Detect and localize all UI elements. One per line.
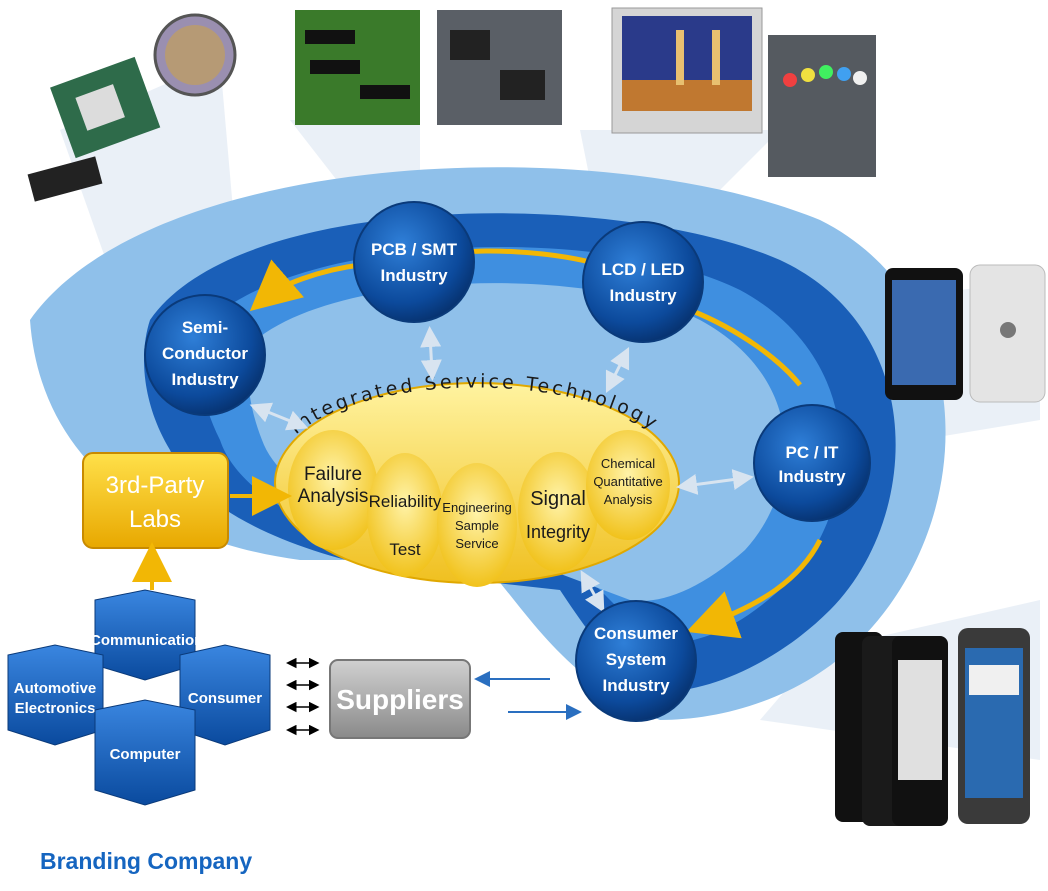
node-lcd-line1: LCD / LED <box>601 260 684 279</box>
node-consumer-system[interactable]: Consumer System Industry <box>575 600 697 722</box>
service-failure-analysis[interactable]: Failure Analysis <box>288 430 378 550</box>
suppliers-label: Suppliers <box>336 684 464 715</box>
node-connectors <box>249 326 754 613</box>
service-engineering-line3: Service <box>455 536 498 551</box>
hex-consumer-label: Consumer <box>188 690 262 707</box>
service-engineering-line2: Sample <box>455 518 499 533</box>
node-semiconductor-line3: Industry <box>171 370 239 389</box>
flow-arrow-lcd-to-pc <box>689 307 802 387</box>
node-semiconductor[interactable]: Semi- Conductor Industry <box>144 294 266 416</box>
flow-arrow-lcd-to-pcb <box>469 248 591 265</box>
service-signal-line1: Signal <box>530 488 586 510</box>
lcd-tv-photo <box>611 7 763 134</box>
flow-arrow-pcb-to-semi <box>249 259 361 312</box>
smartphones-photo <box>835 628 1030 826</box>
node-pcb-line1: PCB / SMT <box>371 240 458 259</box>
node-consumer-line1: Consumer <box>594 624 678 643</box>
hex-automotive[interactable]: Automotive Electronics <box>7 644 104 746</box>
hex-computer[interactable]: Computer <box>94 699 196 806</box>
pcb-photo <box>295 10 562 125</box>
node-semiconductor-line2: Conductor <box>162 344 248 363</box>
node-pcb-line2: Industry <box>380 266 448 285</box>
node-consumer-line2: System <box>606 650 666 669</box>
node-semiconductor-line1: Semi- <box>182 318 228 337</box>
node-consumer-line3: Industry <box>602 676 670 695</box>
led-photo <box>768 35 876 177</box>
service-chemical-line3: Analysis <box>604 492 653 507</box>
node-pc-line1: PC / IT <box>786 443 840 462</box>
service-engineering-sample[interactable]: Engineering Sample Service <box>437 463 517 587</box>
suppliers-box[interactable]: Suppliers <box>329 659 471 739</box>
third-party-labs-box[interactable]: 3rd-Party Labs <box>82 452 229 549</box>
node-pc-line2: Industry <box>778 467 846 486</box>
service-failure-line1: Failure <box>304 464 362 485</box>
segment-supplier-arrows <box>286 657 320 736</box>
labs-line2: Labs <box>129 506 181 533</box>
hex-automotive-line2: Electronics <box>15 700 96 717</box>
hex-computer-label: Computer <box>110 746 181 763</box>
hex-communication-label: Communicatior <box>90 632 200 649</box>
node-pcb-smt[interactable]: PCB / SMT Industry <box>353 201 475 323</box>
node-pc-it[interactable]: PC / IT Industry <box>753 404 871 522</box>
service-engineering-line1: Engineering <box>442 500 511 515</box>
service-chemical-line2: Quantitative <box>593 474 662 489</box>
service-signal-integrity[interactable]: Signal Integrity <box>518 452 598 572</box>
brand-label: Branding Company <box>40 848 253 874</box>
service-reliability-test[interactable]: Reliability Test <box>367 453 443 577</box>
service-reliability-line1: Reliability <box>369 492 442 511</box>
service-reliability-line2: Test <box>389 540 420 559</box>
tablet-photo <box>885 264 1046 403</box>
hex-automotive-line1: Automotive <box>14 680 97 697</box>
service-signal-line2: Integrity <box>526 522 590 542</box>
flow-arrow-pc-to-consumer <box>686 538 823 639</box>
service-failure-line2: Analysis <box>298 486 369 507</box>
service-chemical-analysis[interactable]: Chemical Quantitative Analysis <box>586 430 670 540</box>
semiconductor-photo <box>27 13 237 202</box>
service-chemical-line1: Chemical <box>601 456 655 471</box>
labs-line1: 3rd-Party <box>106 472 205 499</box>
node-lcd-line2: Industry <box>609 286 677 305</box>
node-lcd-led[interactable]: LCD / LED Industry <box>582 221 704 343</box>
hex-consumer[interactable]: Consumer <box>179 644 271 746</box>
